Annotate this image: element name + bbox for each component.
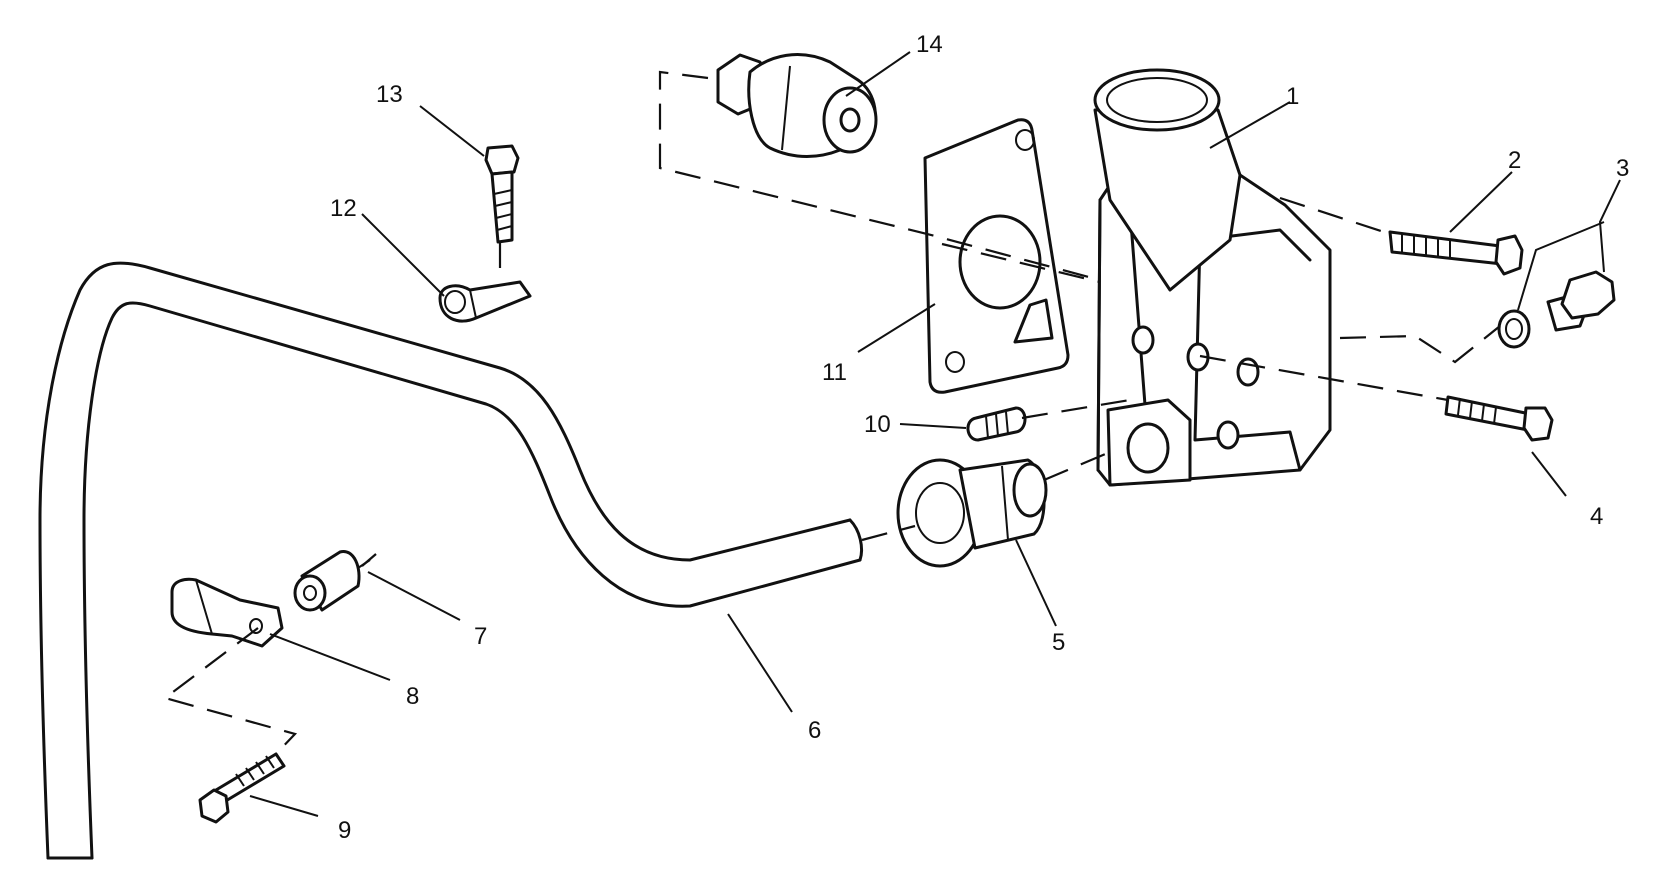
callout-9: 9 — [338, 817, 351, 844]
callout-8: 8 — [406, 683, 419, 710]
callout-11: 11 — [822, 359, 847, 386]
callout-1: 1 — [1286, 83, 1299, 110]
assembly-lines — [162, 70, 1501, 755]
callout-labels: 1 2 3 4 5 6 7 8 9 10 11 12 13 14 — [330, 31, 1629, 844]
callout-5: 5 — [1052, 629, 1065, 656]
plug-part-3 — [1497, 270, 1616, 349]
bolt-part-9 — [198, 752, 286, 824]
bolt-part-2 — [1388, 230, 1524, 276]
callout-3: 3 — [1616, 155, 1629, 182]
callout-10: 10 — [864, 411, 891, 438]
bolt-part-13 — [484, 144, 520, 244]
sensor-part-14 — [716, 53, 878, 158]
set-screw-part-10 — [966, 406, 1027, 442]
callout-6: 6 — [808, 717, 821, 744]
thermostat-housing-part-1 — [1093, 68, 1332, 487]
clip-part-12 — [438, 280, 532, 323]
hose-part-6 — [38, 261, 864, 860]
callout-13: 13 — [376, 81, 403, 108]
callout-4: 4 — [1590, 503, 1603, 530]
callout-12: 12 — [330, 195, 357, 222]
leader-lines — [249, 51, 1621, 817]
callout-2: 2 — [1508, 147, 1521, 174]
clamp-part-8 — [170, 577, 284, 648]
sleeve-part-7 — [293, 550, 371, 612]
bolt-part-4 — [1444, 395, 1554, 442]
callout-14: 14 — [916, 31, 943, 58]
callout-7: 7 — [474, 623, 487, 650]
fitting-part-5 — [896, 458, 1048, 568]
